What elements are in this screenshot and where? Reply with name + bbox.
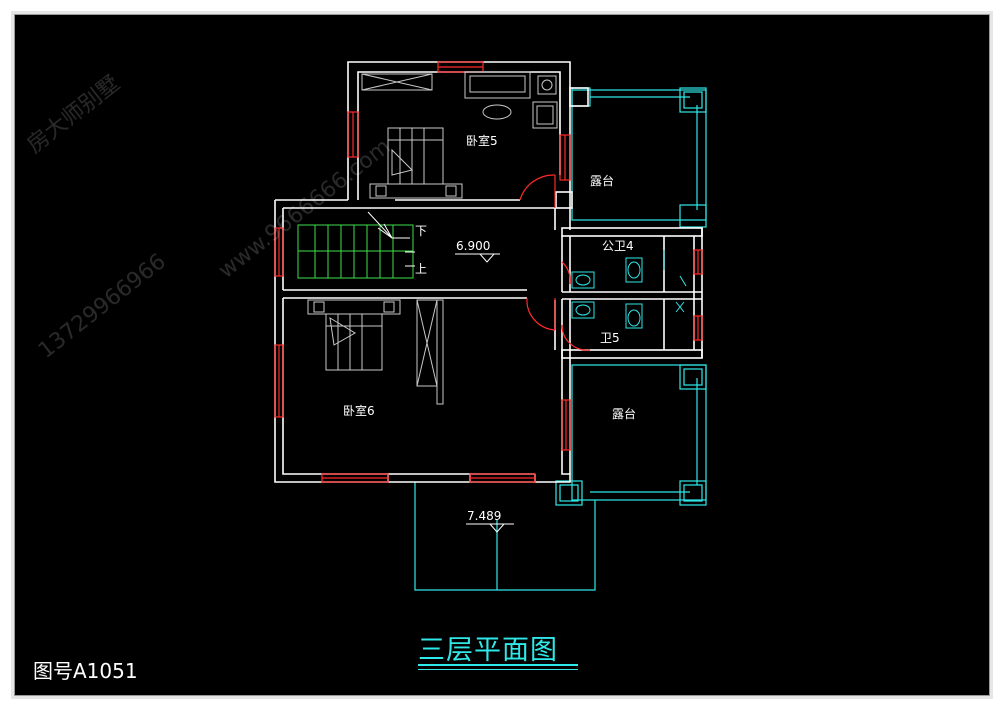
level-marker-floor — [455, 253, 500, 263]
stair-arrow — [367, 211, 415, 267]
doors — [519, 174, 591, 351]
room-label-bedroom5: 卧室5 — [466, 133, 498, 148]
sanitary-fixtures — [571, 250, 687, 329]
room-label-bedroom6: 卧室6 — [343, 403, 375, 418]
title-underline-thin — [418, 669, 578, 670]
windows — [274, 61, 703, 483]
level-value-roof: 7.489 — [467, 509, 501, 523]
drawing-canvas — [14, 14, 990, 696]
furniture — [307, 71, 558, 405]
room-label-terrace-top: 露台 — [590, 173, 614, 188]
title-underline — [418, 664, 578, 666]
level-value-floor: 6.900 — [456, 239, 490, 253]
room-label-bath5: 卫5 — [600, 331, 620, 345]
terrace-top — [571, 87, 707, 228]
roof-overhang — [414, 482, 596, 591]
walls — [274, 61, 703, 483]
drawing-title: 三层平面图 — [418, 635, 558, 666]
level-marker-roof — [466, 523, 514, 533]
staircase — [297, 224, 414, 279]
stair-label-down: 下 — [415, 224, 427, 238]
terrace-bottom — [555, 364, 707, 506]
room-label-public-bath: 公卫4 — [602, 239, 634, 253]
figure-number: 图号A1051 — [33, 659, 138, 683]
stair-label-up: 上 — [415, 262, 427, 276]
room-label-terrace-bottom: 露台 — [612, 406, 636, 421]
